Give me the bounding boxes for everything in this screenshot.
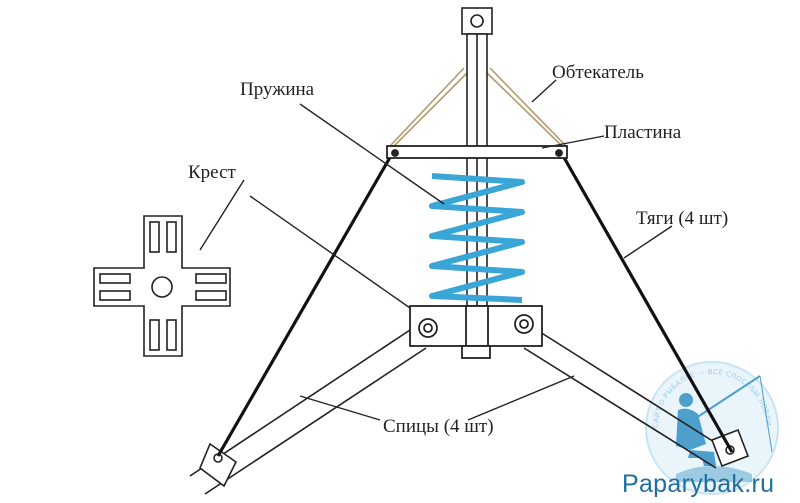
label-cross: Крест — [188, 162, 237, 183]
label-plate: Пластина — [604, 122, 682, 143]
label-spokes: Спицы (4 шт) — [383, 416, 494, 437]
spoke-end-left — [199, 442, 238, 488]
hub-block — [409, 305, 543, 359]
spring — [429, 173, 525, 303]
angler-fisherman-icon — [676, 375, 773, 482]
watermark-brand-text: Paparybak.ru — [622, 470, 775, 498]
fairing — [389, 67, 567, 149]
label-fairing: Обтекатель — [552, 62, 644, 83]
spokes — [189, 329, 731, 495]
labels: Пружина Обтекатель Пластина Крест Тяги (… — [188, 62, 728, 437]
label-spring: Пружина — [240, 79, 315, 100]
cross-part — [93, 215, 231, 357]
leader-lines — [199, 79, 673, 421]
rods — [216, 153, 734, 457]
label-rods: Тяги (4 шт) — [636, 208, 728, 229]
plate — [386, 145, 568, 159]
